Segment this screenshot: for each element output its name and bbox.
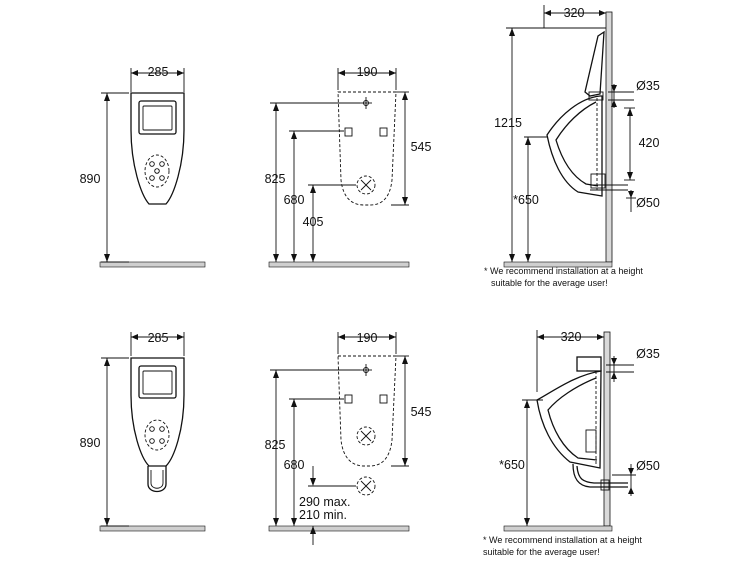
floor-hatch <box>268 525 410 532</box>
floor-hatch <box>503 525 613 532</box>
dim-inlet: Ø35 <box>636 347 660 361</box>
dim-inlet: Ø35 <box>636 79 660 93</box>
dim-max: 290 max. <box>299 495 350 509</box>
urinal-body-side <box>536 370 602 469</box>
dim-height: 890 <box>80 436 101 450</box>
dim-install: *650 <box>513 193 539 207</box>
dim-width: 285 <box>148 65 169 79</box>
dim-height: 1215 <box>494 116 522 130</box>
note-line-2: suitable for the average user! <box>483 547 600 557</box>
dim-body: 545 <box>411 405 432 419</box>
dim-outlet: Ø50 <box>636 196 660 210</box>
dim-install: *650 <box>499 458 525 472</box>
dim-mid: 680 <box>284 458 305 472</box>
flush-lid <box>584 30 605 97</box>
top-row: 890 285 <box>80 5 660 288</box>
note-line-1: * We recommend installation at a height <box>484 266 643 276</box>
floor-hatch <box>503 261 613 268</box>
urinal-rear-outline <box>337 91 397 206</box>
dim-total: 825 <box>265 438 286 452</box>
front-view-bottom: 890 285 <box>80 331 206 532</box>
bottom-row: 890 285 <box>80 330 660 557</box>
dim-body: 545 <box>411 140 432 154</box>
front-view-top: 890 285 <box>80 65 206 268</box>
dim-depth: 320 <box>564 6 585 20</box>
flush-lid <box>576 356 602 372</box>
dim-width: 285 <box>148 331 169 345</box>
dim-width: 190 <box>357 331 378 345</box>
trap-siphon <box>572 463 628 488</box>
dim-mid: 680 <box>284 193 305 207</box>
urinal-flush-cover <box>138 365 177 399</box>
urinal-flush-cover <box>138 100 177 135</box>
dim-width: 190 <box>357 65 378 79</box>
urinal-body-side <box>546 95 603 197</box>
rear-view-bottom: 190 825 680 290 max. 210 min. <box>265 331 432 545</box>
dim-height: 890 <box>80 172 101 186</box>
note-line-1: * We recommend installation at a height <box>483 535 642 545</box>
urinal-rear-outline <box>337 355 397 467</box>
side-view-bottom: 320 *650 Ø35 Ø50 * We recommend <box>483 330 660 557</box>
rear-view-top: 190 825 680 405 <box>265 65 432 268</box>
floor-hatch <box>268 261 410 268</box>
trap-siphon <box>147 466 167 493</box>
wall-hatch <box>603 331 611 527</box>
dim-outlet: Ø50 <box>636 459 660 473</box>
side-view-top: 320 1215 *650 Ø35 <box>484 5 660 288</box>
floor-hatch <box>99 261 206 268</box>
dim-gap: 420 <box>639 136 660 150</box>
urinal-front-outline <box>130 92 185 205</box>
floor-hatch <box>99 525 206 532</box>
note-line-2: suitable for the average user! <box>491 278 608 288</box>
dim-low: 405 <box>303 215 324 229</box>
dim-depth: 320 <box>561 330 582 344</box>
wall-hatch <box>605 11 613 263</box>
dim-min: 210 min. <box>299 508 347 522</box>
dim-total: 825 <box>265 172 286 186</box>
